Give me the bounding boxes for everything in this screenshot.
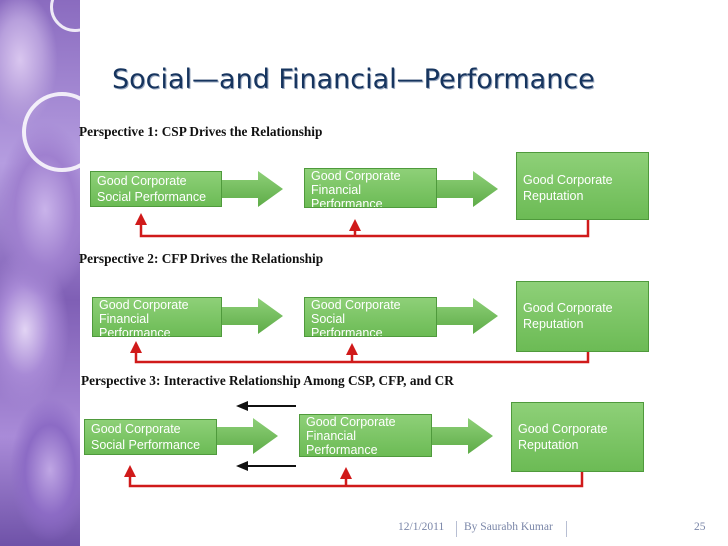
feedback-line (128, 472, 584, 488)
box-reputation: Good Corporate Reputation (516, 281, 649, 352)
footer-date: 12/1/2011 (398, 521, 445, 533)
flow-arrow (217, 418, 278, 454)
feedback-arrowhead (130, 341, 142, 353)
interaction-arrowhead (236, 461, 248, 471)
feedback-arrowhead (349, 219, 361, 231)
perspective-3-heading: Perspective 3: Interactive Relationship … (81, 373, 454, 388)
box-financial-performance: Good Corporate Financial Performance (92, 297, 222, 337)
box-social-performance: Good Corporate Social Performance (90, 171, 222, 207)
feedback-line (139, 220, 590, 238)
box-reputation: Good Corporate Reputation (516, 152, 649, 220)
flow-arrow (432, 418, 493, 454)
feedback-arrowhead (135, 213, 147, 225)
flow-arrow (437, 171, 498, 207)
perspective-1-heading: Perspective 1: CSP Drives the Relationsh… (79, 124, 323, 139)
interaction-arrowhead (236, 401, 248, 411)
flow-arrow (222, 298, 283, 334)
box-financial-performance: Good Corporate Financial Performance (304, 168, 437, 208)
feedback-arrowhead (124, 465, 136, 477)
box-social-performance: Good Corporate Social Performance (84, 419, 217, 455)
footer-separator (566, 521, 567, 537)
slide-title: Social—and Financial—Performance (112, 64, 595, 95)
footer-page-number: 25 (694, 521, 706, 533)
flow-arrow (437, 298, 498, 334)
box-social-performance: Good Corporate Social Performance (304, 297, 437, 337)
box-financial-performance: Good Corporate Financial Performance (299, 414, 432, 457)
feedback-arrowhead (340, 467, 352, 479)
flow-arrow (222, 171, 283, 207)
feedback-line (134, 350, 590, 364)
decorative-ring (22, 92, 80, 172)
decorative-flower-image (0, 0, 80, 546)
feedback-arrowhead (346, 343, 358, 355)
perspective-2-heading: Perspective 2: CFP Drives the Relationsh… (79, 251, 324, 266)
box-reputation: Good Corporate Reputation (511, 402, 644, 472)
footer-separator (456, 521, 457, 537)
footer-author: By Saurabh Kumar (464, 521, 553, 533)
